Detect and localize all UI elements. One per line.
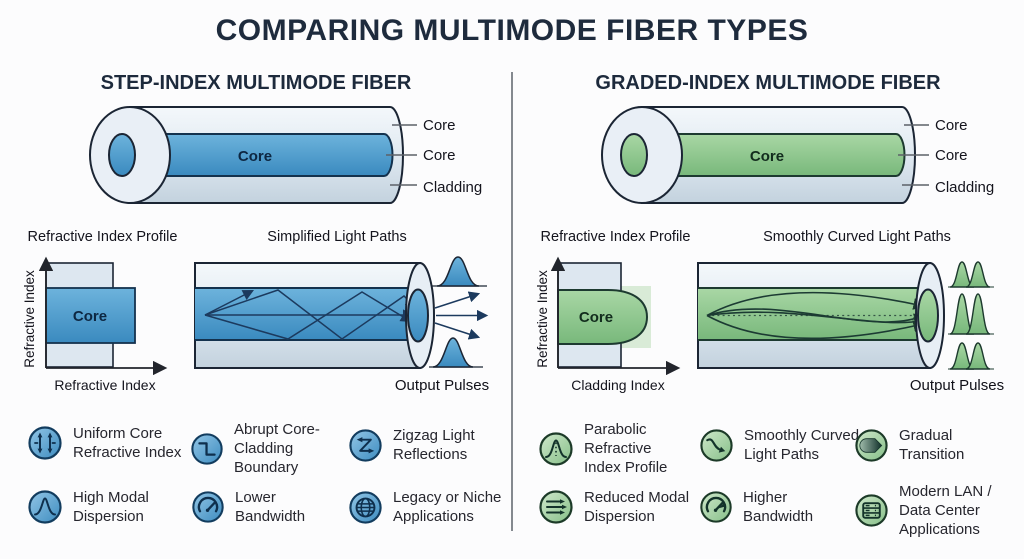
feature-label: Modern LAN / Data Center Applications: [899, 483, 992, 538]
feature-label: Lower Bandwidth: [235, 489, 306, 525]
callout-core-mid: Core: [935, 147, 968, 164]
fiber-end-core: [620, 133, 648, 177]
step-output-label: Output Pulses: [394, 377, 490, 394]
feature-label: Zigzag Light Reflections: [393, 427, 475, 463]
step-panel-header: STEP-INDEX MULTIMODE FIBER: [100, 72, 412, 94]
step-boundary-icon: [191, 432, 223, 465]
graded-profile-title: Refractive Index Profile: [540, 229, 691, 245]
core-body: [638, 133, 906, 177]
parallel-arrows-icon: [539, 490, 573, 524]
feature-label: High Modal Dispersion: [73, 489, 149, 525]
modal-peak-icon: [28, 490, 62, 524]
graded-output-label: Output Pulses: [909, 377, 1005, 394]
feature-label: Reduced Modal Dispersion: [584, 489, 690, 525]
feature-legacy-apps: Legacy or Niche Applications: [348, 488, 505, 526]
panel-divider: [511, 72, 513, 531]
feature-label: Higher Bandwidth: [743, 489, 814, 525]
feature-lower-bandwidth: Lower Bandwidth: [191, 488, 319, 526]
feature-label: Parabolic Refractive Index Profile: [584, 421, 668, 476]
profile-core-label: Core: [73, 308, 107, 325]
feature-label: Legacy or Niche Applications: [393, 489, 502, 525]
profile-core-parabola: [557, 289, 649, 345]
graded-paths-title: Smoothly Curved Light Paths: [763, 229, 951, 245]
parabolic-profile-icon: [539, 431, 573, 466]
graded-profile-x-label: Cladding Index: [571, 377, 665, 393]
feature-modern-lan: Modern LAN / Data Center Applications: [854, 482, 1007, 539]
callout-leader-lines: [898, 124, 929, 186]
step-profile-title: Refractive Index Profile: [27, 229, 178, 245]
feature-parabolic-profile: Parabolic Refractive Index Profile: [538, 420, 680, 477]
feature-label: Smoothly Curved Light Paths: [744, 427, 860, 463]
curved-rays: [706, 291, 927, 340]
callout-leader-lines: [386, 124, 417, 186]
feature-high-dispersion: High Modal Dispersion: [27, 488, 165, 526]
core-body: [126, 133, 394, 177]
graded-fiber-cylinder: Core: [601, 106, 929, 204]
step-paths-title: Simplified Light Paths: [267, 229, 407, 245]
lp-core: [195, 288, 419, 340]
output-pulse-shapes: [429, 256, 487, 368]
fiber-end-core: [108, 133, 136, 177]
curved-path-icon: [700, 428, 733, 462]
step-light-paths: [194, 256, 489, 369]
feature-curved-paths: Smoothly Curved Light Paths: [699, 426, 870, 464]
profile-core-step: [45, 287, 136, 344]
step-profile-x-label: Refractive Index: [54, 377, 156, 393]
gradual-transition-icon: [855, 428, 888, 462]
graded-light-paths: [697, 261, 994, 370]
graded-index-profile-chart: Core: [550, 256, 681, 376]
step-index-profile-chart: Core: [38, 256, 168, 376]
feature-abrupt-boundary: Abrupt Core-Cladding Boundary: [190, 420, 336, 477]
zigzag-icon: [349, 428, 382, 462]
output-rays: [434, 291, 489, 340]
server-rack-icon: [855, 494, 888, 527]
gauge-icon: [192, 491, 224, 523]
feature-uniform-core: Uniform Core Refractive Index: [27, 424, 185, 462]
feature-label: Abrupt Core-Cladding Boundary: [234, 421, 320, 476]
feature-reduced-dispersion: Reduced Modal Dispersion: [538, 488, 700, 526]
cylinder-core-label: Core: [238, 148, 272, 165]
lp-end-core: [917, 288, 939, 343]
graded-profile-y-label: Refractive Index: [535, 270, 550, 368]
page-title: COMPARING MULTIMODE FIBER TYPES: [215, 14, 809, 47]
callout-core-top: Core: [423, 117, 456, 134]
callout-cladding: Cladding: [935, 179, 995, 196]
feature-label: Uniform Core Refractive Index: [73, 425, 182, 461]
cylinder-core-label: Core: [750, 148, 784, 165]
uniform-core-icon: [28, 426, 62, 460]
gauge-icon: [700, 491, 732, 523]
callout-cladding: Cladding: [423, 179, 483, 196]
step-profile-y-label: Refractive Index: [22, 270, 37, 368]
output-pulse-doublets: [948, 261, 994, 370]
step-fiber-cylinder: Core: [89, 106, 417, 204]
callout-core-mid: Core: [423, 147, 456, 164]
feature-gradual-transition: Gradual Transition: [854, 426, 987, 464]
graded-panel-header: GRADED-INDEX MULTIMODE FIBER: [595, 72, 941, 94]
globe-icon: [349, 490, 382, 524]
feature-higher-bandwidth: Higher Bandwidth: [699, 488, 831, 526]
feature-label: Gradual Transition: [899, 427, 965, 463]
callout-core-top: Core: [935, 117, 968, 134]
lp-end-core: [407, 288, 429, 343]
feature-zigzag: Zigzag Light Reflections: [348, 426, 485, 464]
profile-core-label: Core: [579, 309, 613, 326]
